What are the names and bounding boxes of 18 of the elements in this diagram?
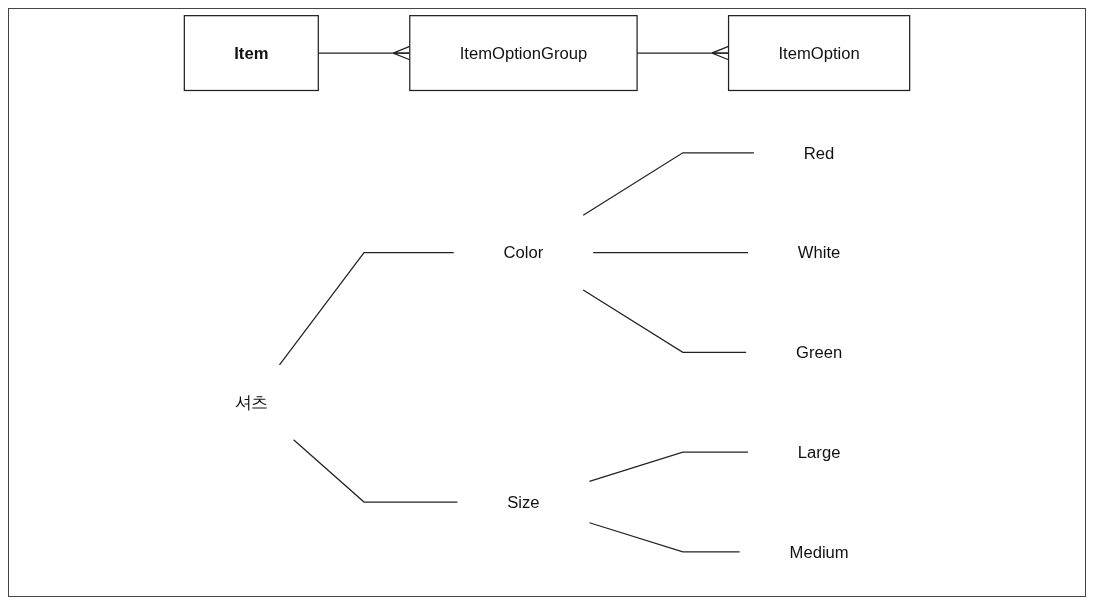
connector bbox=[592, 252, 749, 254]
node-text: Red bbox=[803, 143, 835, 162]
connector bbox=[292, 439, 458, 503]
node-text: Color bbox=[503, 243, 544, 262]
node-box: ItemOptionGroup bbox=[409, 15, 638, 92]
connector bbox=[588, 451, 749, 482]
node-text: Green bbox=[796, 343, 843, 362]
node-box: Item bbox=[183, 15, 319, 92]
node-box: ItemOption bbox=[727, 15, 911, 92]
node-text: 셔츠 bbox=[234, 393, 268, 412]
node-text: Large bbox=[797, 443, 841, 462]
connector bbox=[582, 289, 747, 353]
connector bbox=[582, 152, 755, 216]
connector bbox=[278, 252, 455, 366]
connector bbox=[588, 522, 741, 553]
node-text: Medium bbox=[789, 542, 849, 562]
node-text: Size bbox=[507, 492, 540, 512]
node-text: White bbox=[797, 243, 841, 262]
